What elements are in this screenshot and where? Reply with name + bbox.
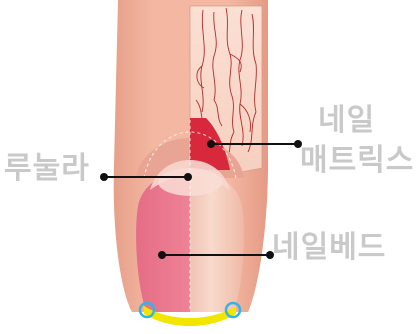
label-nail-matrix-line2: 매트릭스 <box>300 144 414 178</box>
label-lunula: 루눌라 <box>4 152 90 186</box>
label-nail-matrix-line1: 네일 <box>318 104 375 138</box>
label-nail-bed: 네일베드 <box>272 231 386 265</box>
